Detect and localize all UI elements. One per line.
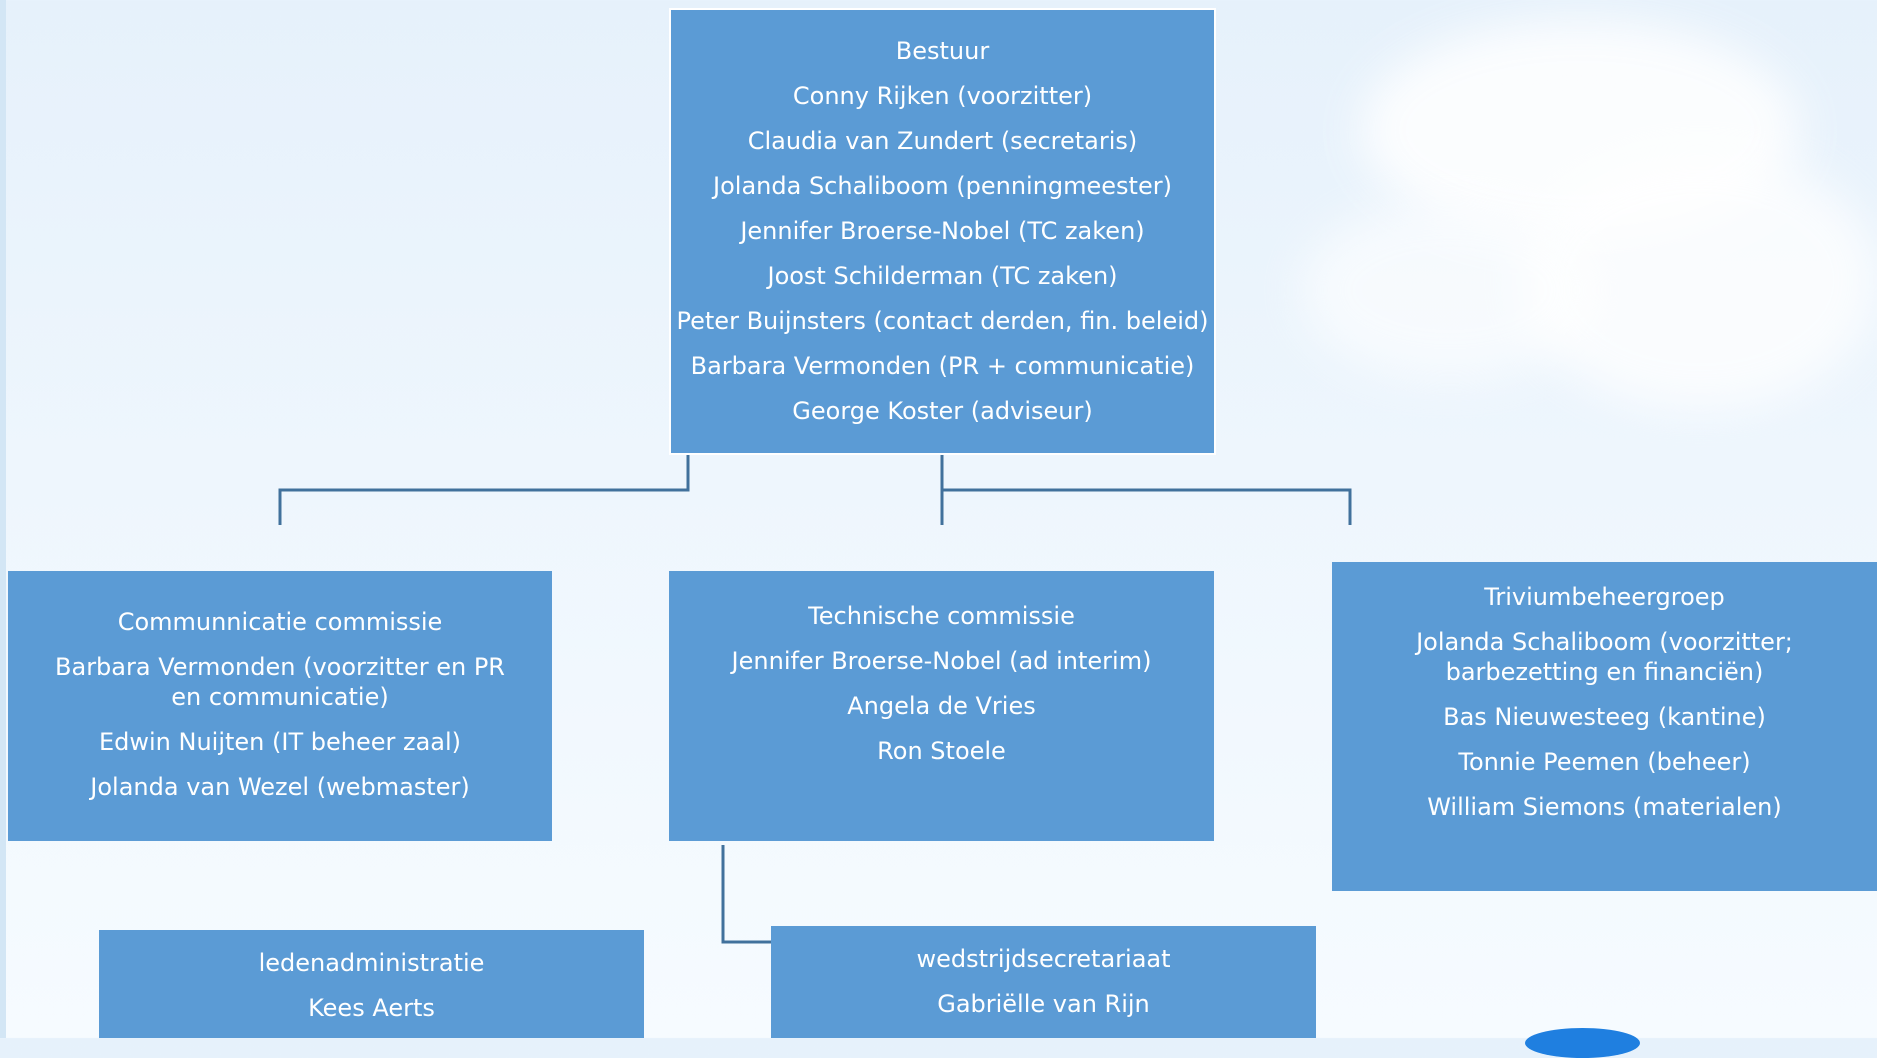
background-cloud xyxy=(1300,200,1600,380)
ledenadministratie-title: ledenadministratie xyxy=(258,949,485,977)
bestuur-member: Barbara Vermonden (PR + communicatie) xyxy=(690,352,1195,380)
communicatie-member: Edwin Nuijten (IT beheer zaal) xyxy=(98,728,462,756)
wedstrijdsecretariaat-title: wedstrijdsecretariaat xyxy=(916,945,1171,973)
decorative-blob xyxy=(1525,1028,1640,1058)
bestuur-title: Bestuur xyxy=(895,37,990,65)
trivium-member: William Siemons (materialen) xyxy=(1427,793,1782,821)
bestuur-member: Jolanda Schaliboom (penningmeester) xyxy=(713,172,1172,200)
triviumbeheergroep-title: Triviumbeheergroep xyxy=(1484,583,1725,611)
trivium-member: Tonnie Peemen (beheer) xyxy=(1458,748,1751,776)
technische-commissie-title: Technische commissie xyxy=(808,602,1075,630)
bestuur-member: Claudia van Zundert (secretaris) xyxy=(747,127,1138,155)
connector-bestuur-communicatie xyxy=(278,455,690,525)
bestuur-box: Bestuur Conny Rijken (voorzitter) Claudi… xyxy=(669,8,1216,455)
technische-commissie-box: Technische commissie Jennifer Broerse-No… xyxy=(669,571,1214,841)
connector-technische-wedstrijdsecretariaat xyxy=(721,845,771,944)
ledenadministratie-box: ledenadministratie Kees Aerts xyxy=(99,930,644,1038)
trivium-member: Bas Nieuwesteeg (kantine) xyxy=(1443,703,1766,731)
technische-member: Jennifer Broerse-Nobel (ad interim) xyxy=(731,647,1152,675)
bestuur-member: Peter Buijnsters (contact derden, fin. b… xyxy=(676,307,1209,335)
wedstrijdsecretariaat-box: wedstrijdsecretariaat Gabriëlle van Rijn xyxy=(771,926,1316,1038)
bestuur-member: Jennifer Broerse-Nobel (TC zaken) xyxy=(740,217,1145,245)
background-edge xyxy=(0,0,6,1038)
wedstrijdsecretariaat-member: Gabriëlle van Rijn xyxy=(937,990,1150,1018)
trivium-member: Jolanda Schaliboom (voorzitter; barbezet… xyxy=(1416,628,1793,686)
communicatie-commissie-box: Communnicatie commissie Barbara Vermonde… xyxy=(8,571,552,841)
bestuur-member: Joost Schilderman (TC zaken) xyxy=(767,262,1118,290)
communicatie-member: Jolanda van Wezel (webmaster) xyxy=(90,773,470,801)
ledenadministratie-member: Kees Aerts xyxy=(308,994,435,1022)
communicatie-commissie-title: Communnicatie commissie xyxy=(117,608,443,636)
communicatie-member: Barbara Vermonden (voorzitter en PR en c… xyxy=(55,653,505,711)
bestuur-member: Conny Rijken (voorzitter) xyxy=(792,82,1093,110)
triviumbeheergroep-box: Triviumbeheergroep Jolanda Schaliboom (v… xyxy=(1332,562,1877,891)
technische-member: Angela de Vries xyxy=(847,692,1036,720)
technische-member: Ron Stoele xyxy=(877,737,1006,765)
connector-bestuur-trivium xyxy=(942,488,1352,525)
bestuur-member: George Koster (adviseur) xyxy=(792,397,1093,425)
